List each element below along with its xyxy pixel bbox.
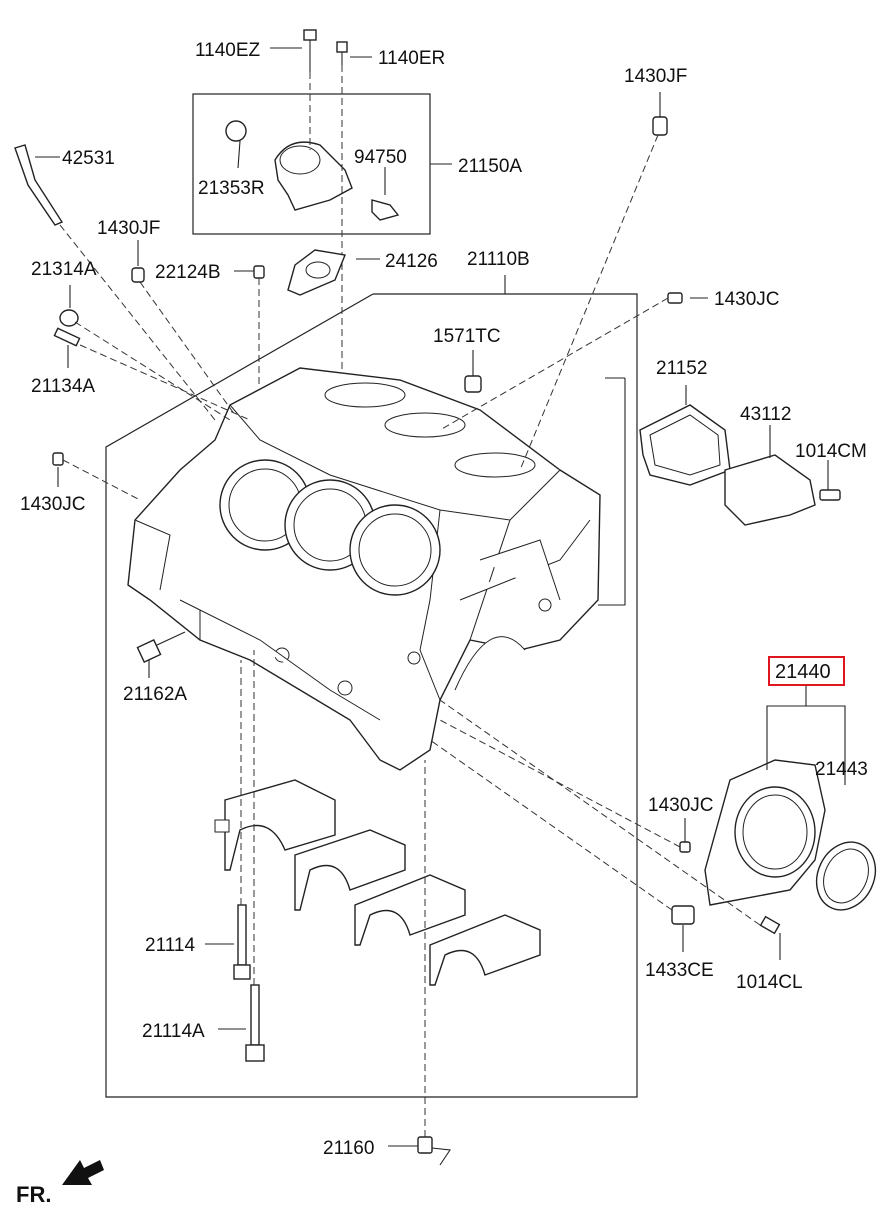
label-1571TC[interactable]: 1571TC [433, 326, 501, 347]
label-1140EZ[interactable]: 1140EZ [195, 40, 261, 61]
sensor-21160 [417, 760, 451, 1166]
oil-seal-21443 [815, 841, 877, 911]
plug-1571TC [464, 350, 482, 393]
label-42531[interactable]: 42531 [62, 148, 115, 169]
label-21114A[interactable]: 21114A [142, 1021, 205, 1042]
thermostat-housing [225, 120, 400, 221]
dowel-1430JC-right [439, 292, 683, 431]
bolt-1140ER [336, 41, 348, 370]
bolt-1140EZ [303, 29, 317, 150]
label-1430JC-right[interactable]: 1430JC [714, 289, 780, 310]
label-21353R[interactable]: 21353R [198, 178, 265, 199]
label-21440[interactable]: 21440 [775, 661, 831, 683]
dowel-1430JC-left [52, 452, 141, 501]
label-21150A[interactable]: 21150A [458, 156, 522, 177]
bolt-21114A [245, 650, 265, 1062]
bolt-1014CL [759, 915, 781, 960]
sleeve-1433CE [429, 739, 695, 925]
label-21134A[interactable]: 21134A [31, 376, 95, 397]
label-94750[interactable]: 94750 [354, 147, 407, 168]
highlight-box-21440 [768, 656, 845, 686]
label-24126[interactable]: 24126 [385, 251, 438, 272]
front-indicator-label: FR. [16, 1182, 51, 1207]
label-21152[interactable]: 21152 [656, 358, 707, 379]
label-21314A[interactable]: 21314A [31, 259, 97, 280]
label-1014CL[interactable]: 1014CL [736, 972, 803, 993]
label-22124B[interactable]: 22124B [155, 262, 221, 283]
bolt-21114 [233, 904, 251, 980]
label-21110B[interactable]: 21110B [467, 249, 530, 270]
dowel-1430JF-left [131, 267, 236, 416]
engine-block [127, 367, 601, 771]
rear-seal-retainer [704, 759, 826, 906]
plug-21314A [59, 309, 231, 421]
label-1140ER[interactable]: 1140ER [378, 48, 445, 69]
stud-21134A [53, 327, 251, 421]
gasket-24126 [287, 249, 346, 296]
label-21114[interactable]: 21114 [145, 935, 195, 956]
label-1430JC-low[interactable]: 1430JC [648, 795, 714, 816]
label-21160[interactable]: 21160 [323, 1138, 374, 1159]
label-1430JC-left[interactable]: 1430JC [20, 494, 86, 515]
label-21443[interactable]: 21443 [815, 759, 868, 780]
label-1430JF-top[interactable]: 1430JF [624, 66, 687, 87]
cover-43112 [724, 425, 816, 526]
bolt-1014CM [819, 460, 841, 501]
bearing-caps [214, 779, 541, 986]
bolt-21162A [136, 631, 186, 663]
label-21162A[interactable]: 21162A [123, 684, 187, 705]
label-1433CE[interactable]: 1433CE [645, 960, 714, 981]
pin-22124B [253, 265, 265, 385]
front-arrow-icon [62, 1160, 104, 1185]
gasket-21152 [639, 385, 731, 486]
label-1014CM[interactable]: 1014CM [795, 441, 867, 462]
label-1430JF-left[interactable]: 1430JF [97, 218, 160, 239]
housing-assembly-box [192, 93, 452, 235]
dipstick-42531 [14, 144, 216, 421]
leader-lines [35, 47, 708, 1147]
label-43112[interactable]: 43112 [740, 404, 791, 425]
rear-bracket-bracket [598, 377, 626, 606]
dowel-1430JC-low [439, 719, 691, 853]
